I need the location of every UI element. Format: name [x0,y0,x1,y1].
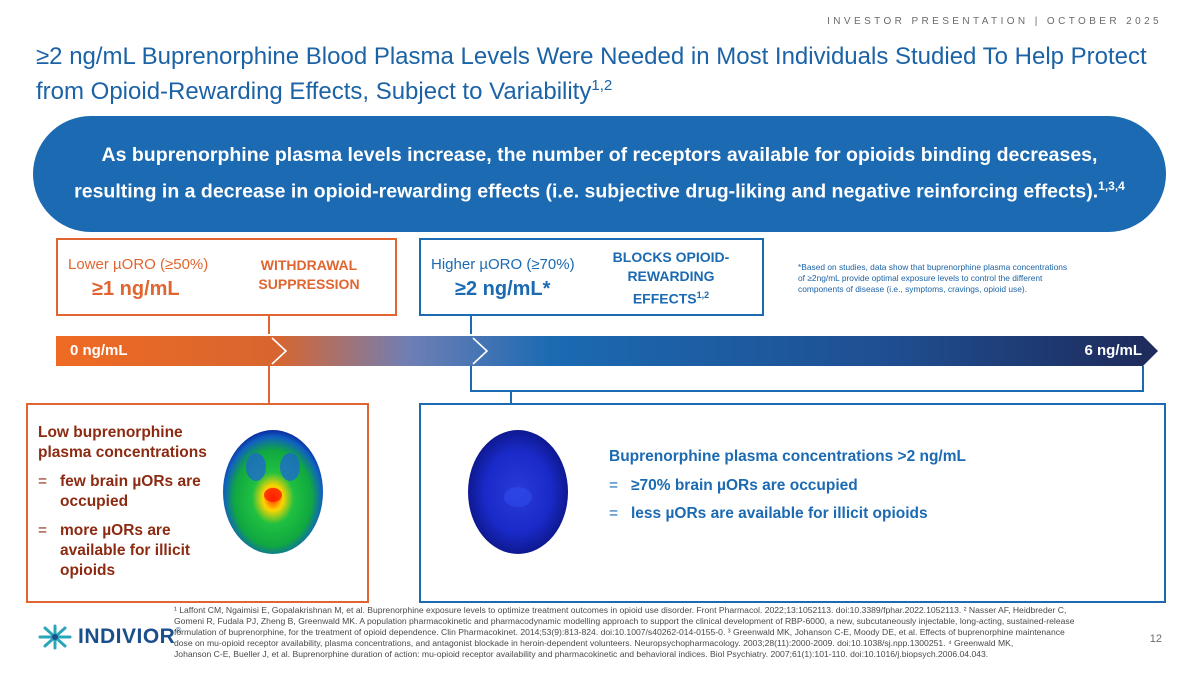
bullet-text: ≥70% brain µORs are occupied [631,477,858,494]
logo-registered: ® [175,626,182,635]
high-range-bracket [470,366,1144,392]
high-panel-bullet: = less µORs are available for illicit op… [609,504,1129,524]
footnote-line: components of disease (i.e., symptoms, c… [798,284,1028,294]
banner-sup: 1,3,4 [1098,179,1125,194]
low-panel-heading: Low buprenorphine plasma concentrations [38,424,207,461]
caption-line: SUPPRESSION [258,276,360,292]
scale-min-label: 0 ng/mL [70,342,128,359]
higher-moro-box: Higher µORO (≥70%) ≥2 ng/mL* BLOCKS OPIO… [419,238,764,316]
caption-line: WITHDRAWAL [260,257,358,273]
bullet-marker: = [38,522,48,539]
references: ¹ Laffont CM, Ngaimisi E, Gopalakrishnan… [174,605,1144,660]
low-panel-bullet: = few brain µORs are occupied [38,472,218,512]
indivior-logo: INDIVIOR ® [36,622,181,652]
concentration-bar [56,336,1158,366]
bullet-text: less µORs are available for illicit opio… [631,505,928,522]
reference-line: Gomeni R, Fudala PJ, Zheng B, Greenwald … [174,616,1075,626]
high-concentration-panel: Buprenorphine plasma concentrations >2 n… [419,403,1166,603]
page-title-sup: 1,2 [591,77,613,94]
bullet-marker: = [609,505,619,522]
brain-scan-high-image [468,430,568,554]
high-panel-heading: Buprenorphine plasma concentrations >2 n… [609,448,966,465]
bullet-text: few brain µORs are occupied [60,473,201,510]
star-footnote: *Based on studies, data show that bupren… [798,262,1118,295]
caption-line: EFFECTS1,2 [601,286,741,309]
footnote-line: *Based on studies, data show that bupren… [798,262,1068,272]
caption-line: BLOCKS OPIOID- [612,249,730,265]
reference-line: Johanson C-E, Bueller J, et al. Buprenor… [174,649,989,659]
indivior-logo-icon [38,624,72,650]
caption-line: REWARDING [627,268,715,284]
banner-text: As buprenorphine plasma levels increase,… [74,144,1099,203]
chevron-icon [472,337,489,365]
lower-moro-label: Lower µORO (≥50%) [68,256,209,273]
withdrawal-suppression-caption: WITHDRAWAL SUPPRESSION [244,256,374,294]
footnote-line: of ≥2ng/mL provide optimal exposure leve… [798,273,1043,283]
bullet-marker: = [609,477,619,494]
low-concentration-panel: Low buprenorphine plasma concentrations … [26,403,369,603]
page-title: ≥2 ng/mL Buprenorphine Blood Plasma Leve… [36,42,1176,106]
brain-scan-low-image [223,430,323,554]
reference-line: ¹ Laffont CM, Ngaimisi E, Gopalakrishnan… [174,605,1067,615]
caption-text: EFFECTS [632,290,697,307]
key-message-banner: As buprenorphine plasma levels increase,… [33,116,1166,232]
high-panel-bullet: = ≥70% brain µORs are occupied [609,476,1129,496]
page-title-text: ≥2 ng/mL Buprenorphine Blood Plasma Leve… [36,43,1147,105]
reference-line: dose on mu-opioid receptor availability,… [174,638,1014,648]
lower-moro-value: ≥1 ng/mL [92,278,180,300]
low-panel-bullet: = more µORs are available for illicit op… [38,521,218,581]
higher-moro-value: ≥2 ng/mL* [455,278,551,300]
reference-line: formulation of buprenorphine, for the tr… [174,627,1065,637]
blocks-opioid-caption: BLOCKS OPIOID- REWARDING EFFECTS1,2 [601,248,741,309]
page-number: 12 [1149,633,1162,645]
caption-sup: 1,2 [696,290,710,300]
logo-wordmark: INDIVIOR [78,625,176,648]
header-tag: INVESTOR PRESENTATION | OCTOBER 2025 [827,16,1162,27]
lower-moro-box: Lower µORO (≥50%) ≥1 ng/mL WITHDRAWAL SU… [56,238,397,316]
scale-max-label: 6 ng/mL [1084,342,1142,359]
bullet-text: more µORs are available for illicit opio… [60,522,191,579]
chevron-icon [271,337,288,365]
higher-moro-label: Higher µORO (≥70%) [431,256,575,273]
bullet-marker: = [38,473,48,490]
